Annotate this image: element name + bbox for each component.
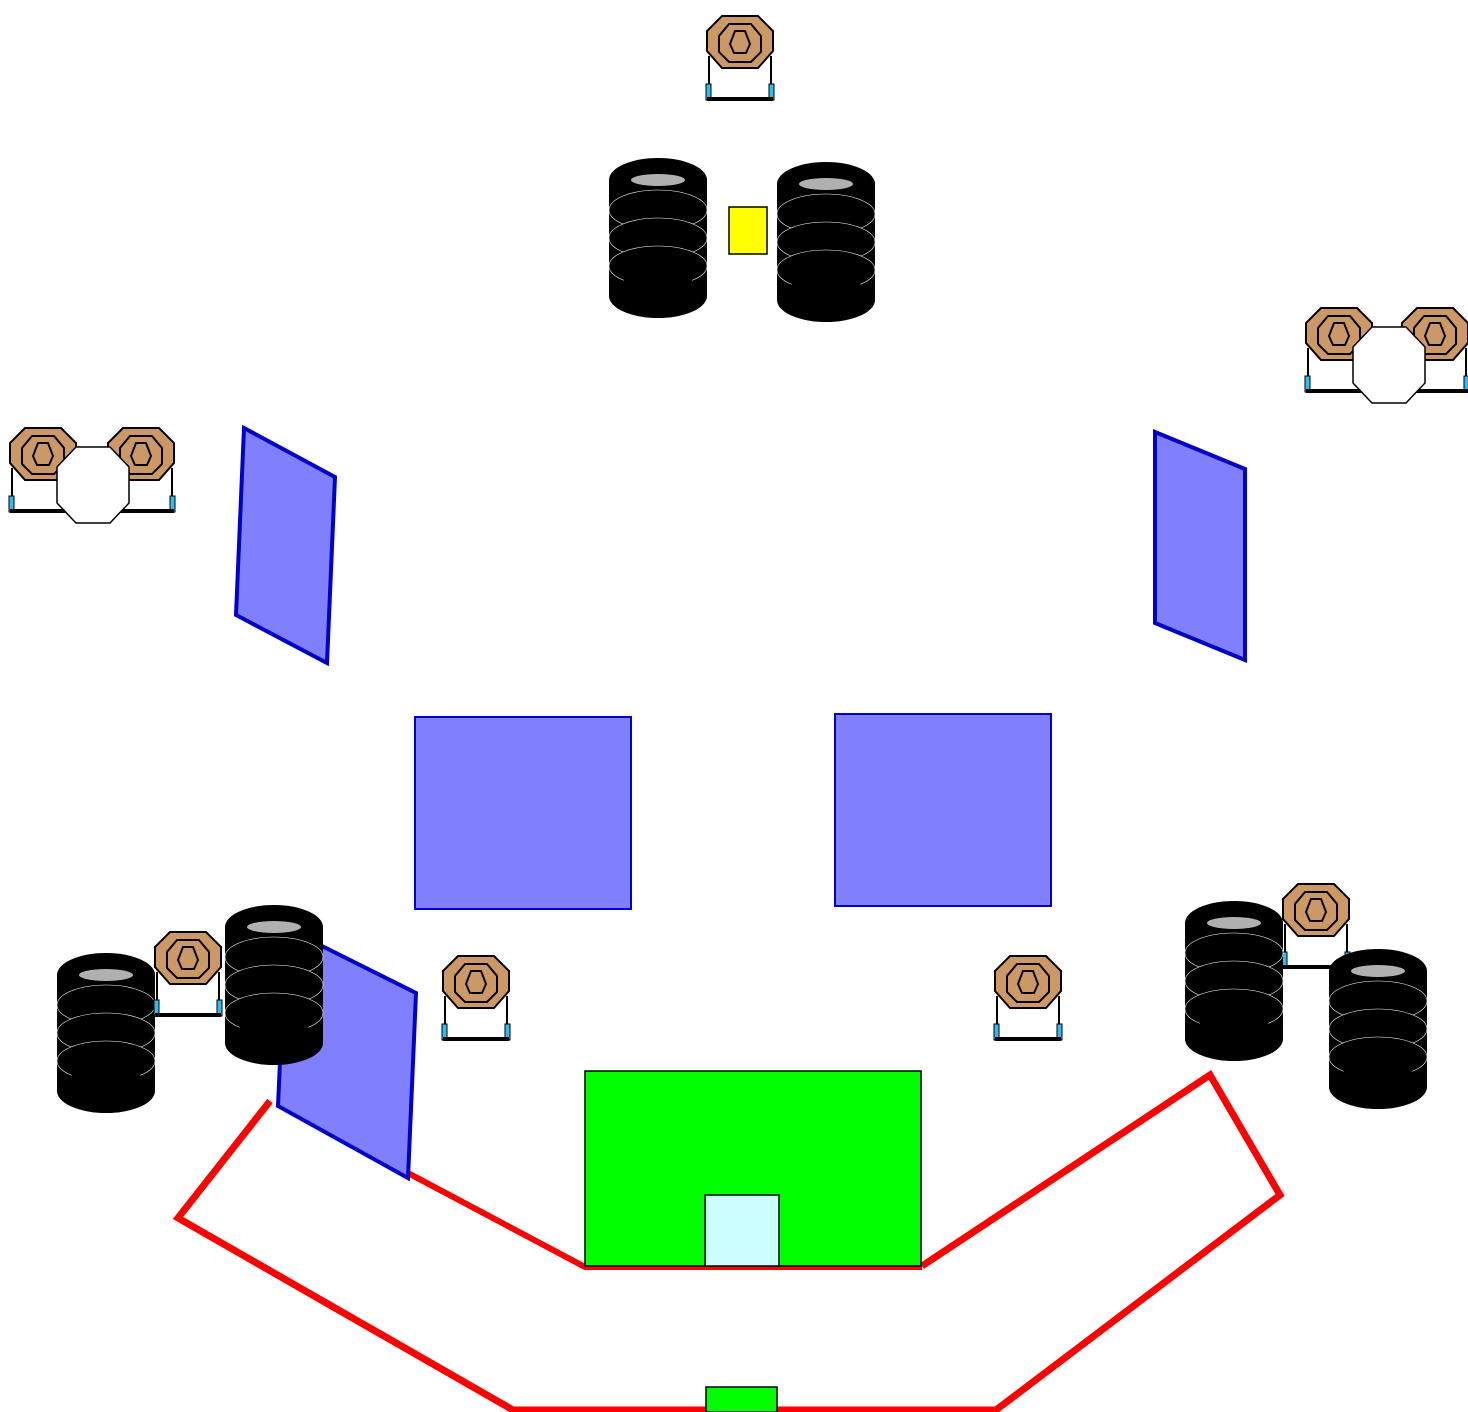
target-lower-right-center — [993, 955, 1063, 1042]
wall-center-left — [414, 716, 632, 910]
target-lower-left-center — [441, 955, 511, 1042]
fault-line-outer — [172, 1070, 1285, 1412]
barrels-lower-right-inner — [1184, 900, 1284, 1062]
marker-yellow — [728, 206, 768, 255]
barrels-lower-right-outer — [1328, 948, 1428, 1110]
start-marker — [705, 1386, 778, 1412]
wall-upper-left — [233, 424, 338, 667]
no-shoot-right — [1352, 326, 1426, 404]
start-box — [704, 1194, 780, 1267]
barrels-lower-left-inner — [224, 904, 324, 1066]
barrels-lower-left-outer — [56, 952, 156, 1114]
target-top — [705, 15, 775, 102]
target-lower-left — [153, 931, 223, 1018]
no-shoot-left — [56, 446, 130, 524]
wall-upper-right — [1153, 429, 1247, 663]
barrels-top-right — [776, 161, 876, 323]
barrels-top-left — [608, 157, 708, 319]
wall-center-right — [834, 713, 1052, 907]
target-lower-right — [1281, 883, 1351, 970]
